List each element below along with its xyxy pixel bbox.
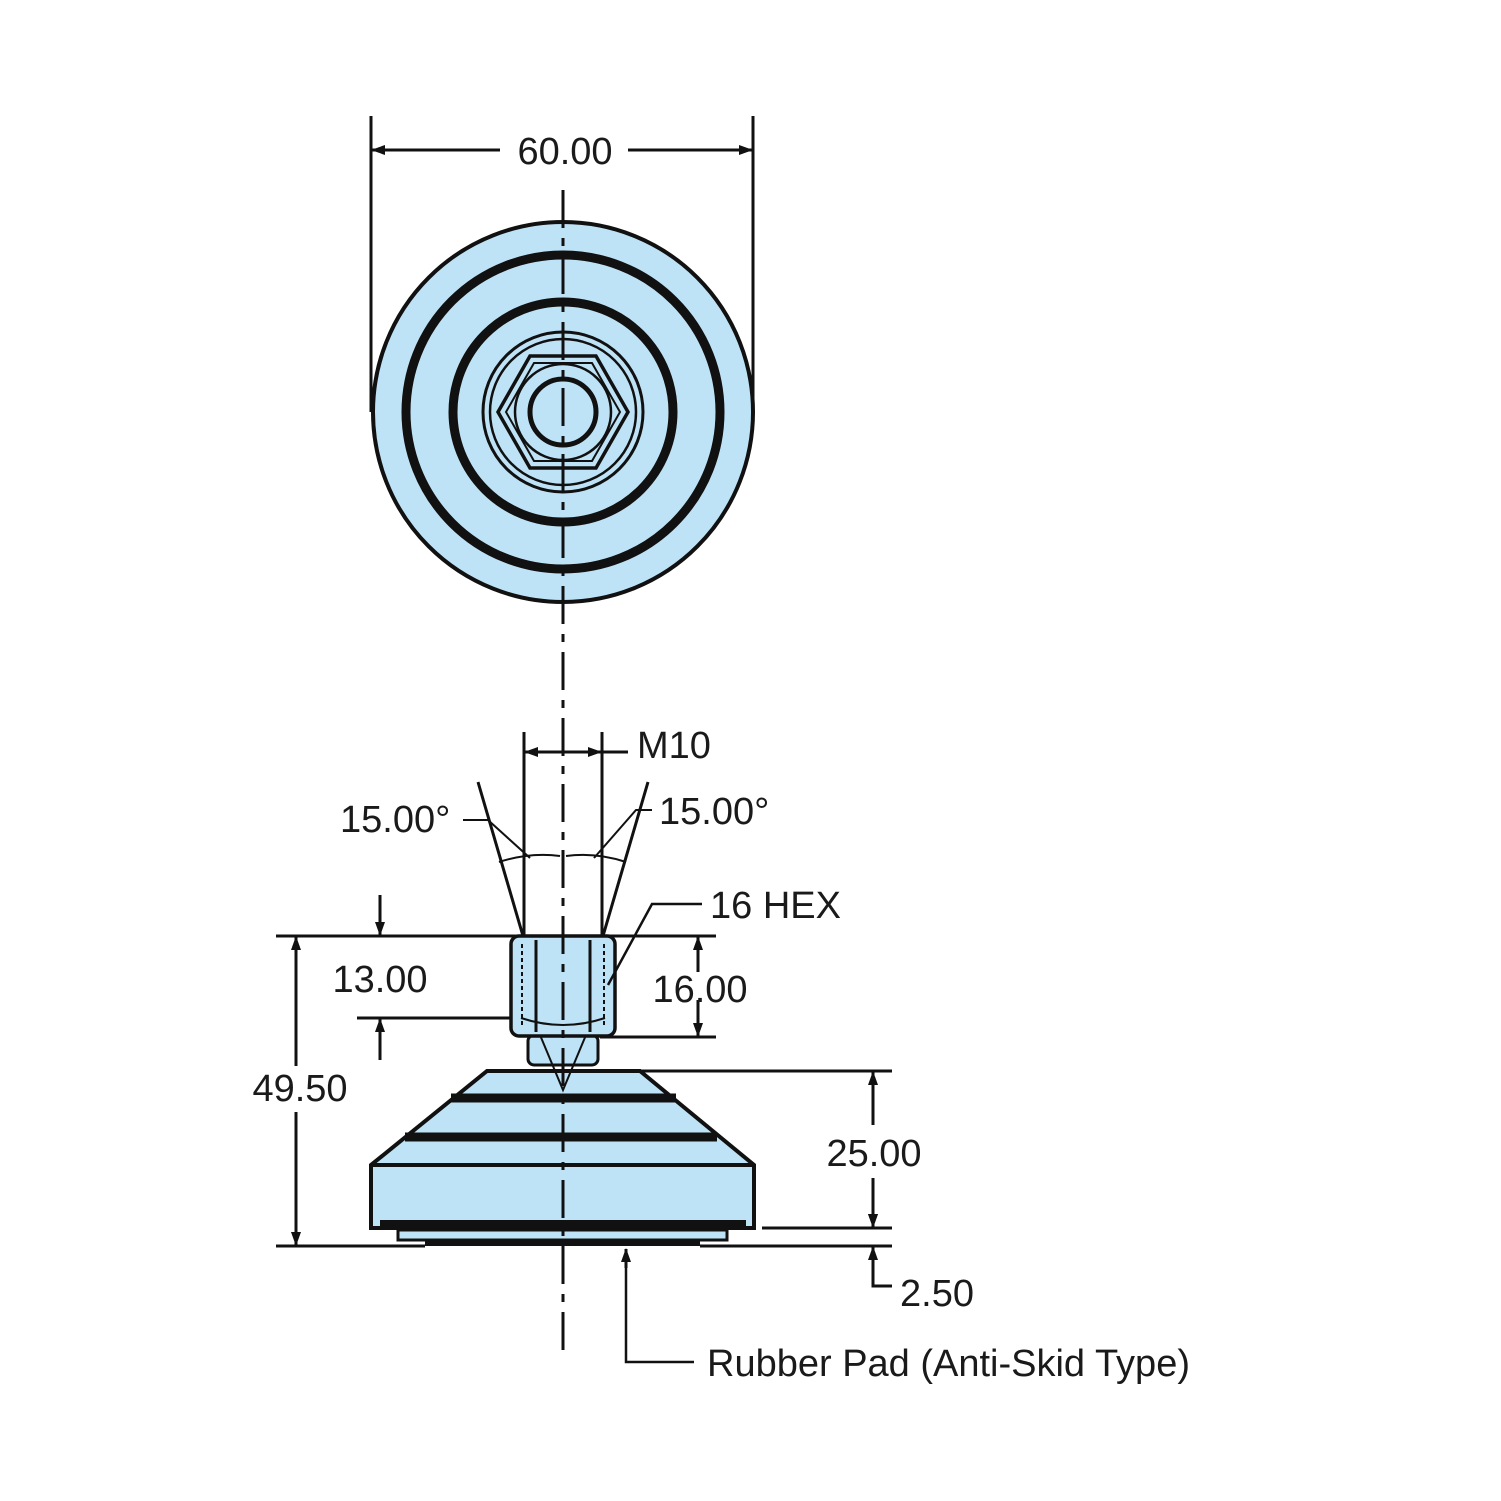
- angle-right-label: 15.00°: [659, 791, 769, 833]
- hex-label: 16 HEX: [710, 885, 841, 927]
- pad-callout: Rubber Pad (Anti-Skid Type): [621, 1248, 1190, 1385]
- dimension-25: 25.00: [640, 1069, 922, 1230]
- angle-left-label: 15.00°: [340, 799, 450, 841]
- thread-label: M10: [637, 725, 711, 767]
- base-height-label: 25.00: [826, 1133, 921, 1175]
- height-16-label: 16.00: [652, 969, 747, 1011]
- thread-dimension: M10: [522, 725, 711, 936]
- angle-dimensions: 15.00° 15.00°: [340, 781, 769, 937]
- nut-chamfer-bottom: [520, 1017, 606, 1026]
- base-knurl-band: [380, 1220, 746, 1230]
- dimension-overall: 49.50: [252, 936, 425, 1248]
- height-13-label: 13.00: [332, 959, 427, 1001]
- rubber-pad-bottom: [425, 1240, 700, 1246]
- dimension-16: 16.00: [600, 936, 748, 1039]
- dimension-13: 13.00: [276, 895, 716, 1060]
- hex-callout: 16 HEX: [606, 885, 841, 986]
- diameter-dimension: 60.00: [369, 116, 755, 412]
- pad-thickness-label: 2.50: [900, 1273, 974, 1315]
- pad-callout-label: Rubber Pad (Anti-Skid Type): [707, 1343, 1190, 1385]
- dimension-2-50: 2.50: [700, 1205, 974, 1315]
- hex-nut-inner-outline: [504, 362, 622, 462]
- diameter-label: 60.00: [517, 131, 612, 173]
- overall-height-label: 49.50: [252, 1068, 347, 1110]
